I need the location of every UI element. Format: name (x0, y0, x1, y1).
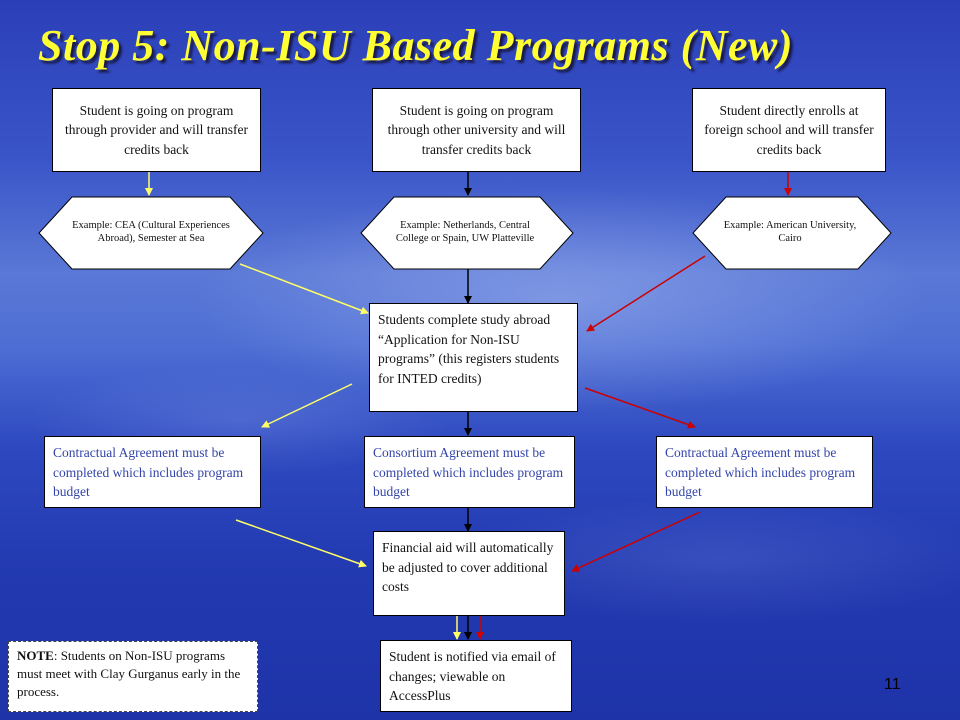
box-provider-text: Student is going on program through prov… (65, 102, 248, 157)
hexagon-shape (360, 196, 574, 270)
arrow-provider-example-to-application (239, 263, 369, 315)
hexagon-example-other-university-text: Example: Netherlands, Central College or… (395, 220, 535, 244)
box-other-university: Student is going on program through othe… (372, 88, 581, 172)
arrow-direct-example-to-application (586, 255, 706, 332)
box-provider: Student is going on program through prov… (52, 88, 261, 172)
note-text: : Students on Non-ISU programs must meet… (17, 648, 241, 700)
box-contractual-agreement-right: Contractual Agreement must be completed … (656, 436, 873, 508)
box-consortium-agreement: Consortium Agreement must be completed w… (364, 436, 575, 508)
hexagon-example-direct-enroll: Example: American University, Cairo (692, 196, 892, 270)
hexagon-example-direct-enroll-text: Example: American University, Cairo (723, 220, 857, 244)
hexagon-example-other-university: Example: Netherlands, Central College or… (360, 196, 574, 270)
note-box: NOTE: Students on Non-ISU programs must … (8, 641, 258, 712)
box-consortium-agreement-text: Consortium Agreement must be completed w… (373, 445, 564, 500)
arrow-contractual-right-to-financial-aid (571, 511, 701, 572)
box-student-notified: Student is notified via email of changes… (380, 640, 572, 712)
slide-title: Stop 5: Non-ISU Based Programs (New) (38, 21, 794, 70)
box-application: Students complete study abroad “Applicat… (369, 303, 578, 412)
arrow-contractual-left-to-financial-aid (235, 519, 367, 568)
box-contractual-agreement-left: Contractual Agreement must be completed … (44, 436, 261, 508)
page-number: 11 (884, 676, 901, 693)
arrow-application-to-contractual-left (261, 383, 353, 428)
box-financial-aid: Financial aid will automatically be adju… (373, 531, 565, 616)
box-student-notified-text: Student is notified via email of changes… (389, 649, 556, 704)
box-contractual-agreement-right-text: Contractual Agreement must be completed … (665, 445, 856, 500)
box-contractual-agreement-left-text: Contractual Agreement must be completed … (53, 445, 244, 500)
hexagon-example-provider: Example: CEA (Cultural Experiences Abroa… (38, 196, 264, 270)
box-direct-enroll-text: Student directly enrolls at foreign scho… (704, 102, 874, 157)
box-financial-aid-text: Financial aid will automatically be adju… (382, 540, 554, 595)
hexagon-shape (692, 196, 892, 270)
hexagon-shape (38, 196, 264, 270)
box-application-text: Students complete study abroad “Applicat… (378, 312, 560, 386)
box-direct-enroll: Student directly enrolls at foreign scho… (692, 88, 886, 172)
box-other-university-text: Student is going on program through othe… (387, 102, 566, 157)
note-label: NOTE (17, 648, 54, 663)
arrow-application-to-contractual-right (584, 387, 696, 429)
hexagon-example-provider-text: Example: CEA (Cultural Experiences Abroa… (72, 220, 230, 244)
